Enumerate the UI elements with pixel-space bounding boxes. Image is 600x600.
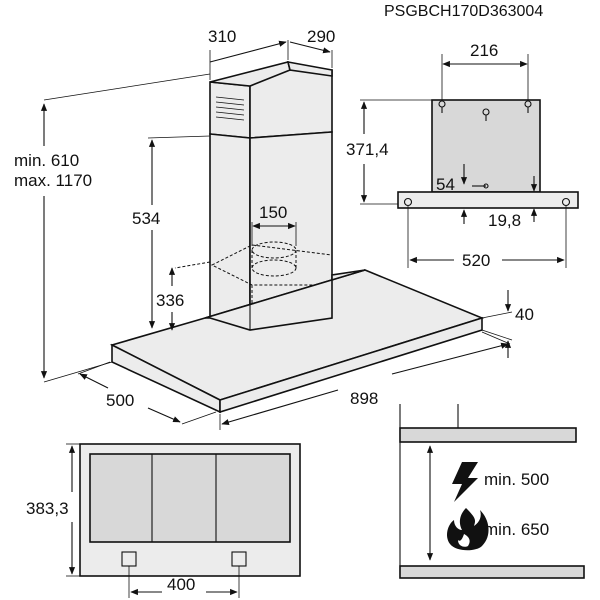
dim-150: 150 (259, 203, 287, 222)
dim-hood-width: 898 (219, 331, 511, 430)
dim-898: 898 (350, 389, 378, 408)
hob-surface (399, 565, 585, 579)
hood-underside (399, 427, 577, 443)
dim-canopy-thickness: 40 (481, 290, 534, 358)
clearance-electric: min. 500 (484, 470, 549, 489)
dim-400: 400 (167, 575, 195, 594)
dim-height-min: min. 610 (14, 151, 79, 170)
bottom-frame-inner (89, 453, 291, 543)
bracket-base (397, 191, 579, 209)
dim-336: 336 (156, 291, 184, 310)
dim-chimney-top: 310 290 (208, 27, 335, 80)
dim-outlet: 150 (251, 203, 297, 246)
dim-19-8: 19,8 (488, 211, 521, 230)
model-code: PSGBCH170D363004 (384, 3, 543, 20)
dim-chimney-lower: 534 (132, 135, 211, 329)
bottom-view: 383,3 400 (26, 443, 301, 598)
dim-motor: 336 (156, 267, 184, 331)
chimney-lower (209, 133, 251, 332)
lightning-icon (452, 462, 478, 502)
bracket-detail: 216 371,4 54 19,8 520 (346, 41, 579, 270)
clearance-view: min. 500 min. 650 (399, 404, 585, 579)
dim-500: 500 (106, 391, 134, 410)
dim-534: 534 (132, 209, 160, 228)
vent-grille (215, 96, 245, 121)
hood-drawing (109, 60, 485, 414)
clearance-gas: min. 650 (484, 520, 549, 539)
dim-chimney-width: 310 (208, 27, 236, 46)
dim-216: 216 (470, 41, 498, 60)
dim-520: 520 (462, 251, 490, 270)
dim-383-3: 383,3 (26, 499, 69, 518)
dim-height-max: max. 1170 (14, 171, 92, 190)
chimney-top-cap (286, 60, 333, 77)
dim-hood-depth: 500 (77, 361, 217, 425)
dim-54: 54 (436, 175, 455, 194)
dim-371-4: 371,4 (346, 140, 389, 159)
flame-icon (447, 508, 489, 551)
dim-40: 40 (515, 305, 534, 324)
dim-chimney-depth: 290 (307, 27, 335, 46)
dim-height-range: min. 610 max. 1170 (14, 73, 211, 383)
